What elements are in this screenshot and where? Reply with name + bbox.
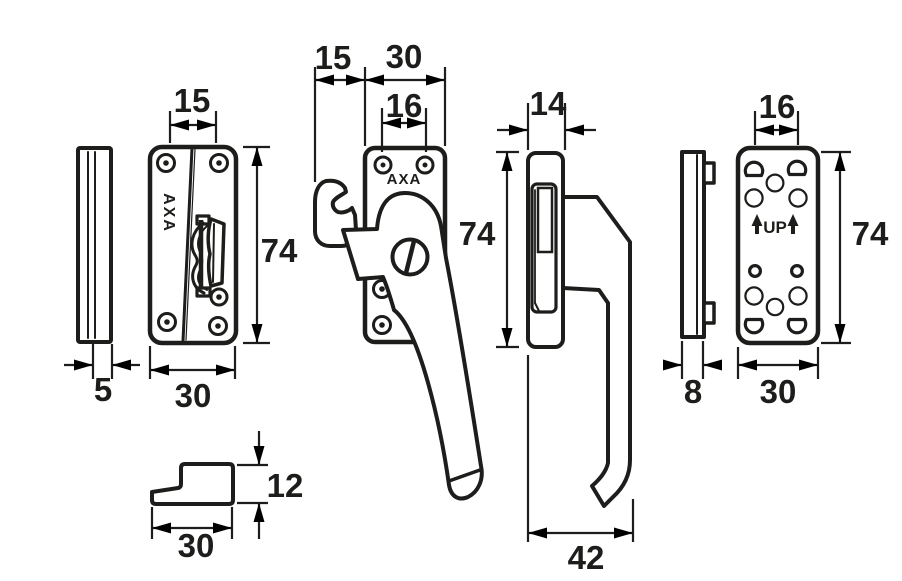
- wedge-view: [150, 462, 235, 506]
- up-arrow-right-icon: [787, 214, 799, 234]
- mount-holes: [743, 159, 808, 335]
- dim-handle-depth: 14: [530, 85, 567, 122]
- wedge-outline: [150, 462, 235, 506]
- striker-side-view: [76, 146, 113, 344]
- handle-brand-label: AXA: [387, 171, 422, 188]
- mount-front-view: UP: [735, 145, 821, 346]
- dim-mount-side-width: 8: [684, 373, 702, 410]
- mount-side-outline: [680, 150, 706, 339]
- dim-mount-height: 74: [852, 215, 889, 252]
- striker-latch-mechanism: [190, 214, 229, 307]
- dim-mount-hole-spacing: 16: [759, 88, 796, 125]
- handle-side-lever: [561, 195, 632, 508]
- dim-striker-side-width: 5: [94, 371, 112, 408]
- dimension-lines: 5 15 74 30 15 30 16 14 74: [64, 38, 889, 576]
- handle-front-view: AXA: [313, 145, 484, 501]
- dim-mount-width: 30: [760, 373, 797, 410]
- striker-screw-holes: [156, 153, 229, 336]
- dim-wedge-width: 30: [178, 527, 215, 564]
- dim-striker-height: 74: [261, 232, 298, 269]
- up-label: UP: [763, 218, 787, 237]
- up-arrow-left-icon: [751, 214, 763, 234]
- handle-side-view: [526, 151, 632, 508]
- dim-striker-width: 30: [175, 377, 212, 414]
- dim-handle-height: 74: [459, 215, 496, 252]
- up-marking: UP: [751, 214, 799, 237]
- striker-front-view: AXA: [147, 144, 239, 346]
- mount-side-view: [680, 150, 716, 339]
- dim-handle-hook-offset: 15: [315, 39, 352, 76]
- dim-handle-base-width: 30: [386, 38, 423, 75]
- dim-wedge-height: 12: [267, 467, 304, 504]
- dim-handle-reach: 42: [568, 539, 605, 576]
- handle-lever: [341, 191, 484, 501]
- dim-striker-slot-offset: 15: [174, 82, 211, 119]
- dim-handle-hole-spacing: 16: [386, 87, 423, 124]
- striker-brand-label: AXA: [160, 193, 177, 233]
